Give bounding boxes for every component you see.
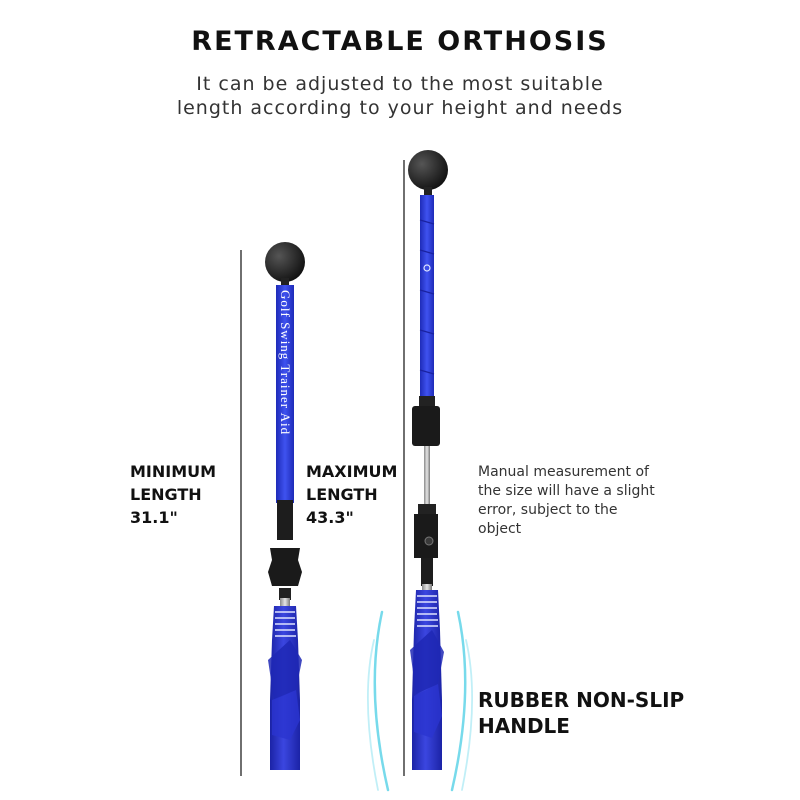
handle-line-2: HANDLE [478, 714, 570, 738]
measurement-note: Manual measurement of the size will have… [478, 463, 698, 539]
short-trainer: Golf Swing Trainer Aid [265, 242, 305, 770]
note-line-3: error, subject to the [478, 502, 618, 518]
short-shaft-print: Golf Swing Trainer Aid [278, 290, 293, 435]
page-title: RETRACTABLE ORTHOSIS [191, 26, 609, 57]
minimum-length-label: MINIMUM LENGTH 31.1" [130, 460, 216, 529]
maximum-line-1: MAXIMUM [306, 462, 398, 481]
minimum-line-2: LENGTH [130, 485, 202, 504]
handle-accent-arcs [366, 610, 474, 792]
long-ball [408, 150, 448, 190]
note-line-4: object [478, 521, 522, 537]
long-trainer [408, 150, 448, 770]
maximum-line-2: LENGTH [306, 485, 378, 504]
note-line-2: the size will have a slight [478, 483, 655, 499]
maximum-value: 43.3" [306, 508, 354, 527]
maximum-length-label: MAXIMUM LENGTH 43.3" [306, 460, 397, 529]
subtitle: It can be adjusted to the most suitable … [0, 72, 800, 120]
short-ball [265, 242, 305, 282]
note-line-1: Manual measurement of [478, 464, 649, 480]
minimum-line-1: MINIMUM [130, 462, 217, 481]
short-shaft [276, 285, 294, 503]
minimum-value: 31.1" [130, 508, 178, 527]
subtitle-line-1: It can be adjusted to the most suitable [196, 73, 604, 95]
long-shaft [420, 195, 434, 398]
handle-feature-label: RUBBER NON-SLIP HANDLE [478, 687, 684, 739]
handle-line-1: RUBBER NON-SLIP [478, 688, 685, 712]
subtitle-line-2: length according to your height and need… [176, 97, 624, 119]
